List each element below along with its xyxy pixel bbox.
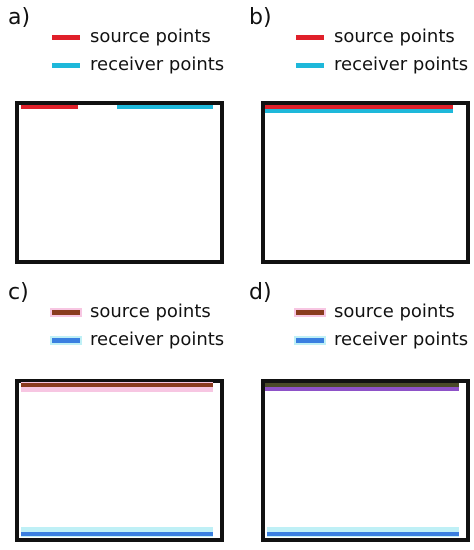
legend-item-receiver: receiver points: [294, 327, 474, 355]
source-swatch: [296, 35, 324, 40]
receiver-line: [265, 109, 453, 113]
legend-item-source: source points: [50, 299, 235, 327]
legend-item-receiver: receiver points: [294, 52, 474, 80]
domain-frame: [261, 101, 470, 264]
legend-source-label: source points: [334, 26, 455, 47]
source-line: [21, 105, 78, 109]
panel-label: a): [8, 5, 31, 30]
receiver-line: [117, 105, 213, 109]
legend: source points receiver points: [294, 24, 474, 80]
receiver-swatch: [52, 63, 80, 68]
legend-receiver-label: receiver points: [90, 329, 225, 350]
legend-item-source: source points: [294, 299, 474, 327]
legend: source points receiver points: [50, 299, 235, 355]
source-swatch: [52, 310, 80, 315]
receiver-swatch: [296, 63, 324, 68]
legend-receiver-label: receiver points: [90, 54, 225, 75]
panel-a: a) source points receiver points: [0, 0, 237, 275]
legend-source-label: source points: [90, 301, 211, 322]
legend-item-receiver: receiver points: [50, 327, 235, 355]
receiver-swatch: [296, 338, 324, 343]
receiver-line: [21, 532, 213, 536]
domain-frame: [261, 379, 470, 542]
panel-b: b) source points receiver points: [237, 0, 474, 275]
legend-item-receiver: receiver points: [50, 52, 235, 80]
legend-receiver-label: receiver points: [334, 54, 469, 75]
domain-frame: [15, 379, 224, 542]
source-line: [265, 105, 453, 109]
legend: source points receiver points: [50, 24, 235, 80]
source-swatch: [52, 35, 80, 40]
legend: source points receiver points: [294, 299, 474, 355]
panel-label: b): [249, 5, 272, 30]
domain-frame: [15, 101, 224, 264]
legend-source-label: source points: [90, 26, 211, 47]
legend-receiver-label: receiver points: [334, 329, 469, 350]
legend-item-source: source points: [50, 24, 235, 52]
panel-label: d): [249, 280, 272, 305]
panel-c: c) source points receiver points: [0, 275, 237, 550]
legend-source-label: source points: [334, 301, 455, 322]
panel-label: c): [8, 280, 29, 305]
source-swatch: [296, 310, 324, 315]
panel-d: d) source points receiver points: [237, 275, 474, 550]
receiver-line: [267, 532, 459, 536]
source-line: [265, 383, 459, 387]
source-halo: [21, 382, 213, 392]
source-line: [21, 383, 213, 387]
legend-item-source: source points: [294, 24, 474, 52]
receiver-top-line: [265, 387, 459, 391]
receiver-swatch: [52, 338, 80, 343]
